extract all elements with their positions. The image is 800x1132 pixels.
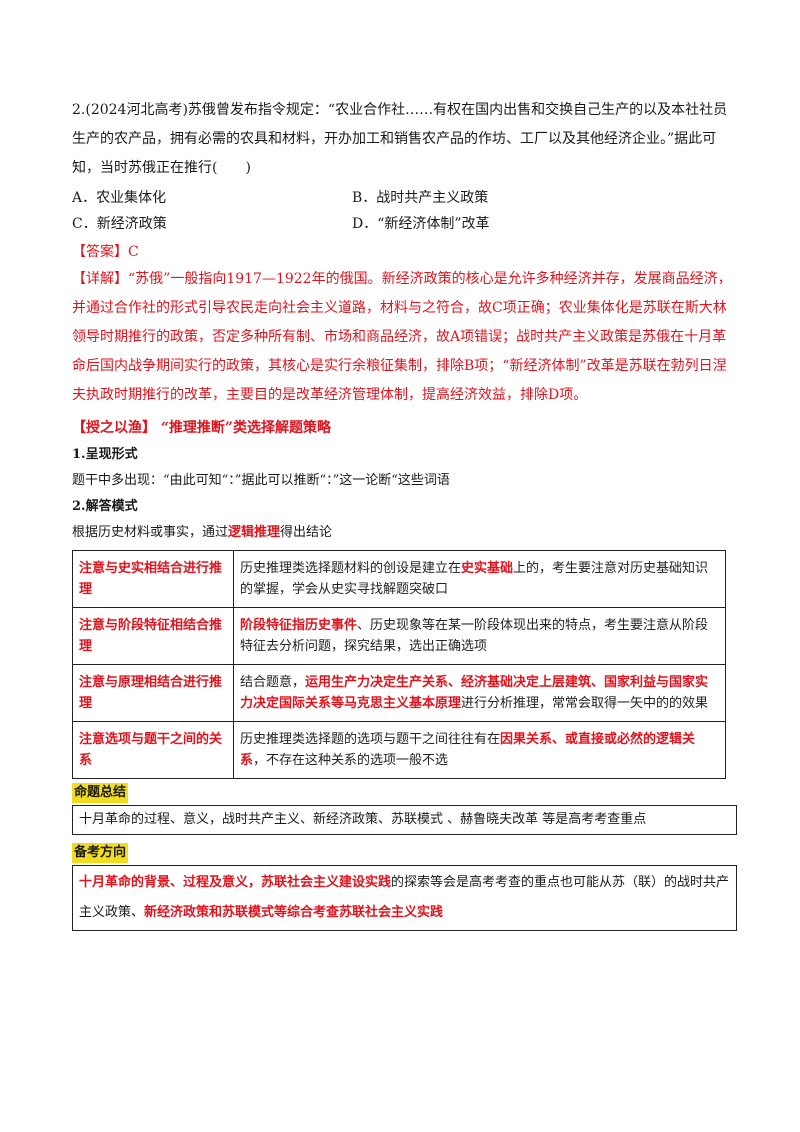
summary-title: 命题总结: [72, 783, 129, 803]
option-c: C．新经济政策: [72, 216, 167, 232]
answer-line: 【答案】C: [72, 239, 737, 265]
table-key: 注意与阶段特征相结合推理: [72, 607, 234, 665]
section-1-title: 1.呈现形式: [72, 447, 138, 462]
direction-title: 备考方向: [72, 843, 129, 863]
question-stem: 2.(2024河北高考)苏俄曾发布指令规定：“农业合作社……有权在国内出售和交换…: [72, 102, 728, 176]
table-key: 注意与原理相结合进行推理: [72, 664, 234, 722]
strategy-label-a: 【授之以渔】: [72, 420, 156, 436]
table-value: 阶段特征指历史事件、历史现象等在某一阶段体现出来的特点，考生要注意从阶段特征去分…: [233, 607, 726, 665]
table-value: 历史推理类选择题材料的创设是建立在史实基础上的，考生要注意对历史基础知识的掌握，…: [233, 550, 726, 608]
table-row: 注意选项与题干之间的关系 历史推理类选择题的选项与题干之间往往有在因果关系、或直…: [72, 721, 726, 779]
table-row: 注意与史实相结合进行推理 历史推理类选择题材料的创设是建立在史实基础上的，考生要…: [72, 550, 726, 608]
option-d: D．“新经济体制”改革: [352, 216, 490, 232]
detail-text: “苏俄”一般指向1917—1922年的俄国。新经济政策的核心是允许多种经济并存，…: [72, 271, 732, 403]
strategy-label-b: “推理推断”类选择解题策略: [160, 420, 331, 436]
detail-label: 【详解】: [72, 271, 128, 287]
option-b: B．战时共产主义政策: [352, 190, 489, 206]
table-value: 结合题意，运用生产力决定生产关系、经济基础决定上层建筑、国家利益与国家实力决定国…: [233, 664, 726, 722]
document-page: 2.(2024河北高考)苏俄曾发布指令规定：“农业合作社……有权在国内出售和交换…: [72, 96, 737, 931]
direction-box: 十月革命的背景、过程及意义，苏联社会主义建设实践的探索等会是高考考查的重点也可能…: [72, 865, 737, 931]
detail-paragraph: 【详解】“苏俄”一般指向1917—1922年的俄国。新经济政策的核心是允许多种经…: [72, 265, 737, 410]
answer-label: 【答案】: [72, 244, 128, 260]
answer-value: C: [128, 244, 139, 260]
table-row: 注意与原理相结合进行推理 结合题意，运用生产力决定生产关系、经济基础决定上层建筑…: [72, 664, 726, 722]
summary-section: 命题总结 十月革命的过程、意义，战时共产主义、新经济政策、苏联模式 、赫鲁晓夫改…: [72, 781, 737, 835]
table-key: 注意与史实相结合进行推理: [72, 550, 234, 608]
section-2-title: 2.解答模式: [72, 499, 138, 514]
summary-box: 十月革命的过程、意义，战时共产主义、新经济政策、苏联模式 、赫鲁晓夫改革 等是高…: [72, 805, 737, 835]
strategy-heading: 【授之以渔】 “推理推断”类选择解题策略: [72, 414, 737, 442]
strategy-table: 注意与史实相结合进行推理 历史推理类选择题材料的创设是建立在史实基础上的，考生要…: [72, 550, 726, 779]
table-key: 注意选项与题干之间的关系: [72, 721, 234, 779]
option-a: A．农业集体化: [72, 190, 167, 206]
section-1-text: 题干中多出现：“由此可知“：”据此可以推断“：”这一论断“这些词语: [72, 473, 450, 488]
question-options: A．农业集体化 B．战时共产主义政策 C．新经济政策 D．“新经济体制”改革: [72, 185, 737, 237]
section-2-emphasis: 逻辑推理: [228, 525, 281, 540]
direction-section: 备考方向 十月革命的背景、过程及意义，苏联社会主义建设实践的探索等会是高考考查的…: [72, 841, 737, 931]
table-value: 历史推理类选择题的选项与题干之间往往有在因果关系、或直接或必然的逻辑关系，不存在…: [233, 721, 726, 779]
section-2-text: 根据历史材料或事实，通过逻辑推理得出结论: [72, 525, 333, 540]
table-row: 注意与阶段特征相结合推理 阶段特征指历史事件、历史现象等在某一阶段体现出来的特点…: [72, 607, 726, 665]
